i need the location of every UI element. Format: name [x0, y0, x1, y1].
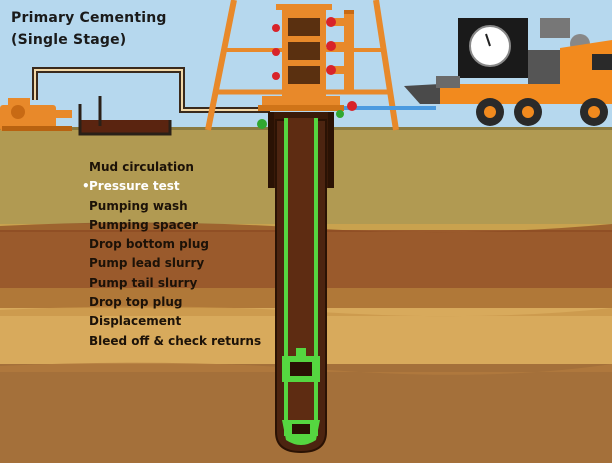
cementing-head	[272, 4, 354, 104]
casing-interior	[288, 118, 314, 436]
mud-tank	[80, 120, 170, 134]
cementing-truck	[404, 18, 612, 126]
procedure-step: Drop bottom plug	[89, 237, 209, 252]
wellhead-valve-left	[257, 119, 267, 129]
casing-left-wall	[284, 118, 288, 436]
page-title: Primary Cementing	[11, 10, 167, 26]
procedure-step: Drop top plug	[89, 295, 183, 310]
procedure-step: Bleed off & check returns	[89, 333, 262, 348]
page-subtitle: (Single Stage)	[11, 32, 127, 48]
casing-right-wall	[314, 118, 318, 436]
procedure-step: Pressure test	[82, 177, 261, 197]
procedure-step: Pump tail slurry	[89, 275, 198, 290]
surface-casing-wall	[268, 112, 274, 188]
procedure-step: Displacement	[89, 314, 182, 329]
procedure-step: Pumping spacer	[89, 217, 198, 232]
cement-valve	[347, 101, 357, 111]
float-shoe	[282, 420, 320, 445]
procedure-step: Mud circulation	[89, 160, 194, 174]
mud-tank-frame	[78, 104, 172, 136]
surface-casing-wall-right	[328, 112, 334, 188]
layer-wave-1	[0, 222, 612, 233]
procedure-step: Pump lead slurry	[89, 256, 205, 271]
kill-valve	[336, 110, 344, 118]
mud-pump	[0, 98, 72, 131]
procedure-step: Pumping wash	[89, 198, 188, 213]
float-collar	[282, 348, 320, 382]
